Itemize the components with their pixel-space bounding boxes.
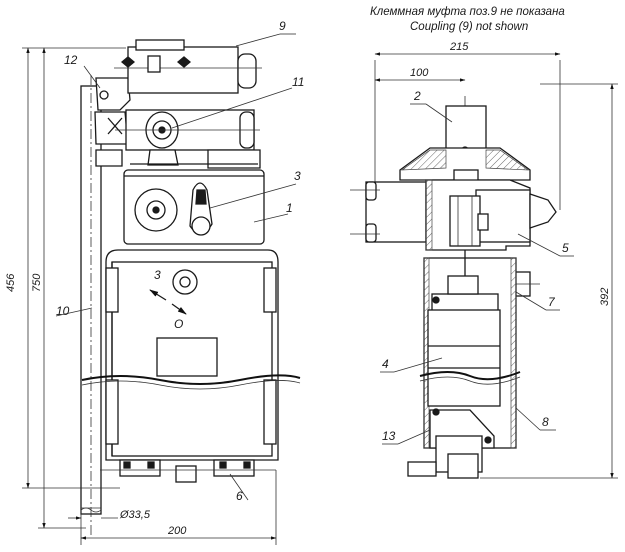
label-6: 6 [236, 489, 243, 503]
label-13: 13 [382, 429, 396, 443]
lower-case [81, 249, 301, 461]
dimension-392: 392 [480, 83, 618, 479]
housing-part-5 [425, 179, 557, 251]
dimension-200: 200 [80, 470, 277, 545]
leaders-side: 2 5 7 4 8 13 [380, 89, 574, 445]
dimension-750: 750 [31, 47, 86, 529]
handle-part-3 [189, 182, 213, 236]
dim-750-value: 750 [31, 273, 43, 292]
note-russian: Клеммная муфта поз.9 не показана [370, 6, 565, 18]
dim-diameter-value: Ø33,5 [119, 509, 151, 521]
dimension-456: 456 [5, 47, 126, 489]
handle-mark-open: 3 [154, 268, 161, 282]
upper-assembly-part-9 [114, 39, 262, 94]
side-terminals [350, 181, 427, 243]
front-view: 3 О 456 750 200 Ø33,5 [5, 19, 304, 545]
bracket-part-12 [94, 77, 131, 167]
label-11: 11 [292, 75, 304, 89]
rod-part-10 [80, 75, 102, 538]
bottom-part-13 [407, 296, 495, 479]
dim-392-value: 392 [599, 288, 611, 306]
label-8: 8 [542, 415, 549, 429]
dim-215-value: 215 [449, 41, 469, 53]
label-12: 12 [64, 53, 78, 67]
label-5: 5 [562, 241, 569, 255]
side-section-view: 215 100 [350, 41, 618, 479]
dimension-100: 100 [374, 67, 466, 82]
dim-100-value: 100 [410, 67, 429, 79]
label-2: 2 [413, 89, 421, 103]
label-3: 3 [294, 169, 301, 183]
dimension-diameter: Ø33,5 [68, 509, 151, 521]
label-1: 1 [286, 201, 293, 215]
label-9: 9 [279, 19, 286, 33]
dim-456-value: 456 [5, 273, 17, 292]
leaders-front: 12 9 11 3 1 10 6 [55, 19, 304, 503]
note-english: Coupling (9) not shown [410, 21, 528, 33]
terminals-part-6 [100, 459, 276, 483]
drawing-note: Клеммная муфта поз.9 не показана Couplin… [370, 6, 565, 33]
lever-part-11 [115, 109, 261, 169]
label-4: 4 [382, 357, 389, 371]
dim-200-value: 200 [167, 525, 187, 537]
label-7: 7 [548, 295, 556, 309]
label-10: 10 [56, 304, 70, 318]
contact-block-part-4 [427, 309, 501, 407]
handle-mark-closed: О [174, 317, 183, 331]
